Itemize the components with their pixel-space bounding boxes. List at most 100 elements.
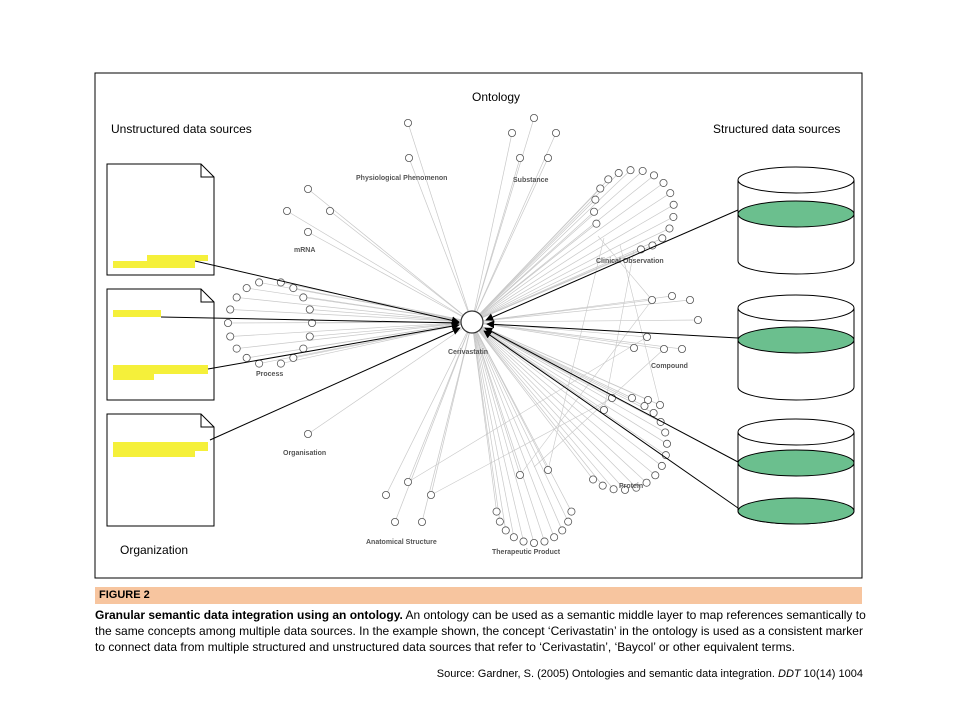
- highlight-bar: [113, 451, 195, 457]
- ontology-edge: [471, 321, 507, 531]
- arrow-doc2-bottom: [207, 322, 460, 370]
- highlight-bar: [113, 310, 161, 317]
- ontology-edge: [230, 309, 473, 323]
- figure-label: FIGURE 2: [99, 589, 150, 601]
- label-organisation: Organisation: [283, 450, 326, 457]
- ontology-edge: [471, 321, 521, 476]
- ontology-edge: [471, 321, 626, 491]
- ontology-edge: [471, 228, 670, 323]
- ontology-edge: [407, 122, 473, 323]
- ontology-node: [621, 485, 630, 494]
- ontology-edge: [471, 216, 674, 323]
- ontology-node: [516, 153, 525, 162]
- highlight-bar: [113, 442, 208, 451]
- ontology-node: [600, 405, 609, 414]
- ontology-node: [495, 517, 504, 526]
- ontology-edge: [471, 321, 665, 350]
- database-3: [737, 418, 855, 525]
- ontology-node: [644, 395, 653, 404]
- figure-bar: FIGURE 2: [95, 587, 862, 604]
- ontology-node: [642, 478, 651, 487]
- ontology-edge: [394, 321, 473, 523]
- ontology-node: [614, 169, 623, 178]
- ontology-edge: [471, 132, 513, 323]
- ontology-edge: [471, 179, 609, 323]
- ontology-node: [604, 175, 613, 184]
- ontology-node: [299, 344, 308, 353]
- ontology-edge: [421, 321, 473, 523]
- arrow-db1: [485, 209, 739, 321]
- ontology-node: [507, 128, 516, 137]
- db-record-highlight: [737, 449, 855, 477]
- ontology-edge: [471, 321, 515, 538]
- ontology-edge: [471, 170, 643, 323]
- label-protein: Protein: [619, 483, 643, 490]
- label-therapeutic-product: Therapeutic Product: [492, 549, 561, 556]
- ontology-node: [651, 471, 660, 480]
- ontology-node: [544, 465, 553, 474]
- ontology-edge: [471, 321, 637, 488]
- ontology-node: [669, 212, 678, 221]
- ontology-node: [403, 477, 412, 486]
- label-mrna: mRNA: [294, 247, 315, 254]
- ontology-node: [665, 224, 674, 233]
- organization-label: Organization: [120, 543, 188, 557]
- ontology-edge: [471, 321, 635, 349]
- ontology-edge: [471, 321, 683, 350]
- ontology-edge: [619, 244, 661, 406]
- ontology-node: [289, 353, 298, 362]
- ontology-node: [501, 526, 510, 535]
- ontology-edge: [547, 237, 605, 471]
- ontology-node: [492, 507, 501, 516]
- source-citation: Source: Gardner, S. (2005) Ontologies an…: [400, 668, 863, 680]
- document-3: [106, 413, 215, 527]
- figure-caption: Granular semantic data integration using…: [95, 607, 870, 655]
- ontology-node: [686, 295, 695, 304]
- ontology-node: [567, 507, 576, 516]
- arrow-doc1: [194, 260, 460, 325]
- database-2: [737, 294, 855, 401]
- ontology-node: [276, 359, 285, 368]
- ontology-edge: [471, 321, 656, 476]
- ontology-node: [232, 344, 241, 353]
- ontology-nodes: [223, 114, 703, 548]
- ontology-edge: [230, 321, 473, 337]
- highlight-bar: [113, 374, 154, 380]
- ontology-node: [226, 305, 235, 314]
- ontology-edge: [471, 182, 664, 323]
- ontology-edge: [309, 309, 473, 323]
- database-1: [737, 166, 855, 275]
- highlight-bar: [147, 255, 208, 261]
- ontology-node: [669, 200, 678, 209]
- mapping-arrows: [160, 209, 739, 509]
- ontology-edge: [430, 397, 613, 496]
- label-substance: Substance: [513, 177, 549, 184]
- ontology-edge: [280, 321, 473, 364]
- label-cerivastatin: Cerivastatin: [448, 349, 488, 356]
- ontology-edge: [471, 299, 691, 323]
- ontology-edge: [471, 321, 563, 531]
- ontology-node: [694, 315, 703, 324]
- ontology-node: [628, 393, 637, 402]
- ontology-edge: [471, 321, 614, 490]
- ontology-edge: [471, 157, 521, 323]
- ontology-edge: [471, 321, 605, 411]
- ontology-edge: [286, 210, 473, 323]
- db-record-highlight: [737, 497, 855, 525]
- ontology-node: [650, 171, 659, 180]
- label-anatomical-structure: Anatomical Structure: [366, 539, 437, 546]
- ontology-node: [657, 461, 666, 470]
- ontology-edge: [471, 321, 668, 445]
- ontology-edge: [597, 235, 653, 301]
- ontology-node: [426, 490, 435, 499]
- ontology-node: [242, 353, 251, 362]
- ontology-edge: [236, 297, 473, 323]
- left-header: Unstructured data sources: [111, 122, 252, 136]
- ontology-node: [632, 483, 641, 492]
- ontology-edge: [303, 321, 473, 349]
- ontology-node: [519, 537, 528, 546]
- ontology-node: [626, 166, 635, 175]
- ontology-node: [390, 518, 399, 527]
- ontology-node: [596, 184, 605, 193]
- ontology-node: [255, 359, 264, 368]
